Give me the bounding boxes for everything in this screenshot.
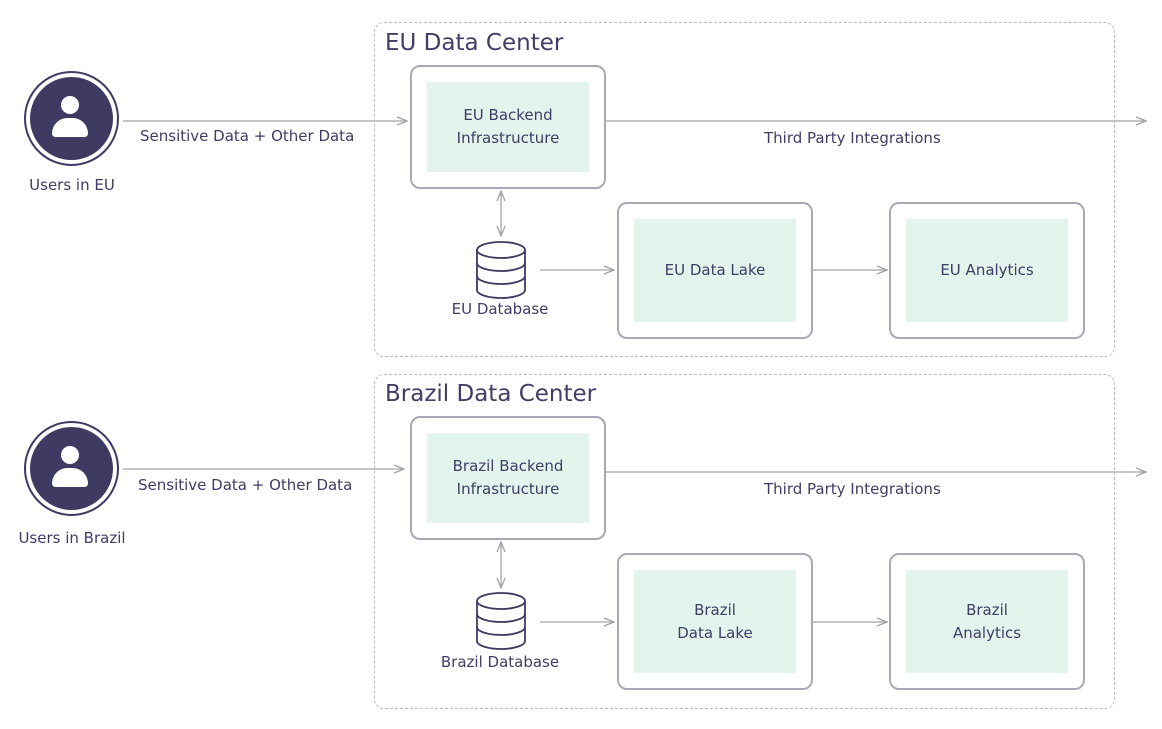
eu-data-center-region (374, 22, 1115, 357)
eu-data-lake-label: EU Data Lake (664, 261, 766, 279)
brazil-database-label: Brazil Database (440, 653, 560, 671)
eu-third-party-label: Third Party Integrations (764, 129, 941, 147)
eu-region-title: EU Data Center (385, 30, 564, 56)
brazil-backend-node: Brazil Backend Infrastructure (410, 416, 606, 540)
brazil-data-lake-label: Brazil Data Lake (677, 600, 753, 642)
eu-analytics-node: EU Analytics (889, 202, 1085, 339)
eu-data-lake-node: EU Data Lake (617, 202, 813, 339)
eu-users-user-icon (24, 71, 119, 166)
brazil-third-party-label: Third Party Integrations (764, 480, 941, 498)
brazil-analytics-label: Brazil Analytics (952, 600, 1022, 642)
brazil-analytics-node: Brazil Analytics (889, 553, 1085, 690)
brazil-database-icon (476, 592, 526, 650)
brazil-flow-label: Sensitive Data + Other Data (138, 476, 353, 494)
brazil-backend-label: Brazil Backend Infrastructure (452, 457, 564, 498)
eu-database-icon (476, 241, 526, 299)
eu-flow-label: Sensitive Data + Other Data (140, 127, 355, 145)
eu-backend-label: EU Backend Infrastructure (456, 106, 560, 147)
brazil-data-center-region (374, 374, 1115, 709)
brazil-users-label: Users in Brazil (18, 529, 126, 547)
eu-backend-node: EU Backend Infrastructure (410, 65, 606, 189)
eu-users-label: Users in EU (29, 176, 115, 194)
eu-analytics-label: EU Analytics (940, 261, 1034, 279)
brazil-data-lake-node: Brazil Data Lake (617, 553, 813, 690)
brazil-users-user-icon (24, 421, 119, 516)
brazil-region-title: Brazil Data Center (385, 381, 597, 407)
eu-database-label: EU Database (451, 300, 549, 318)
